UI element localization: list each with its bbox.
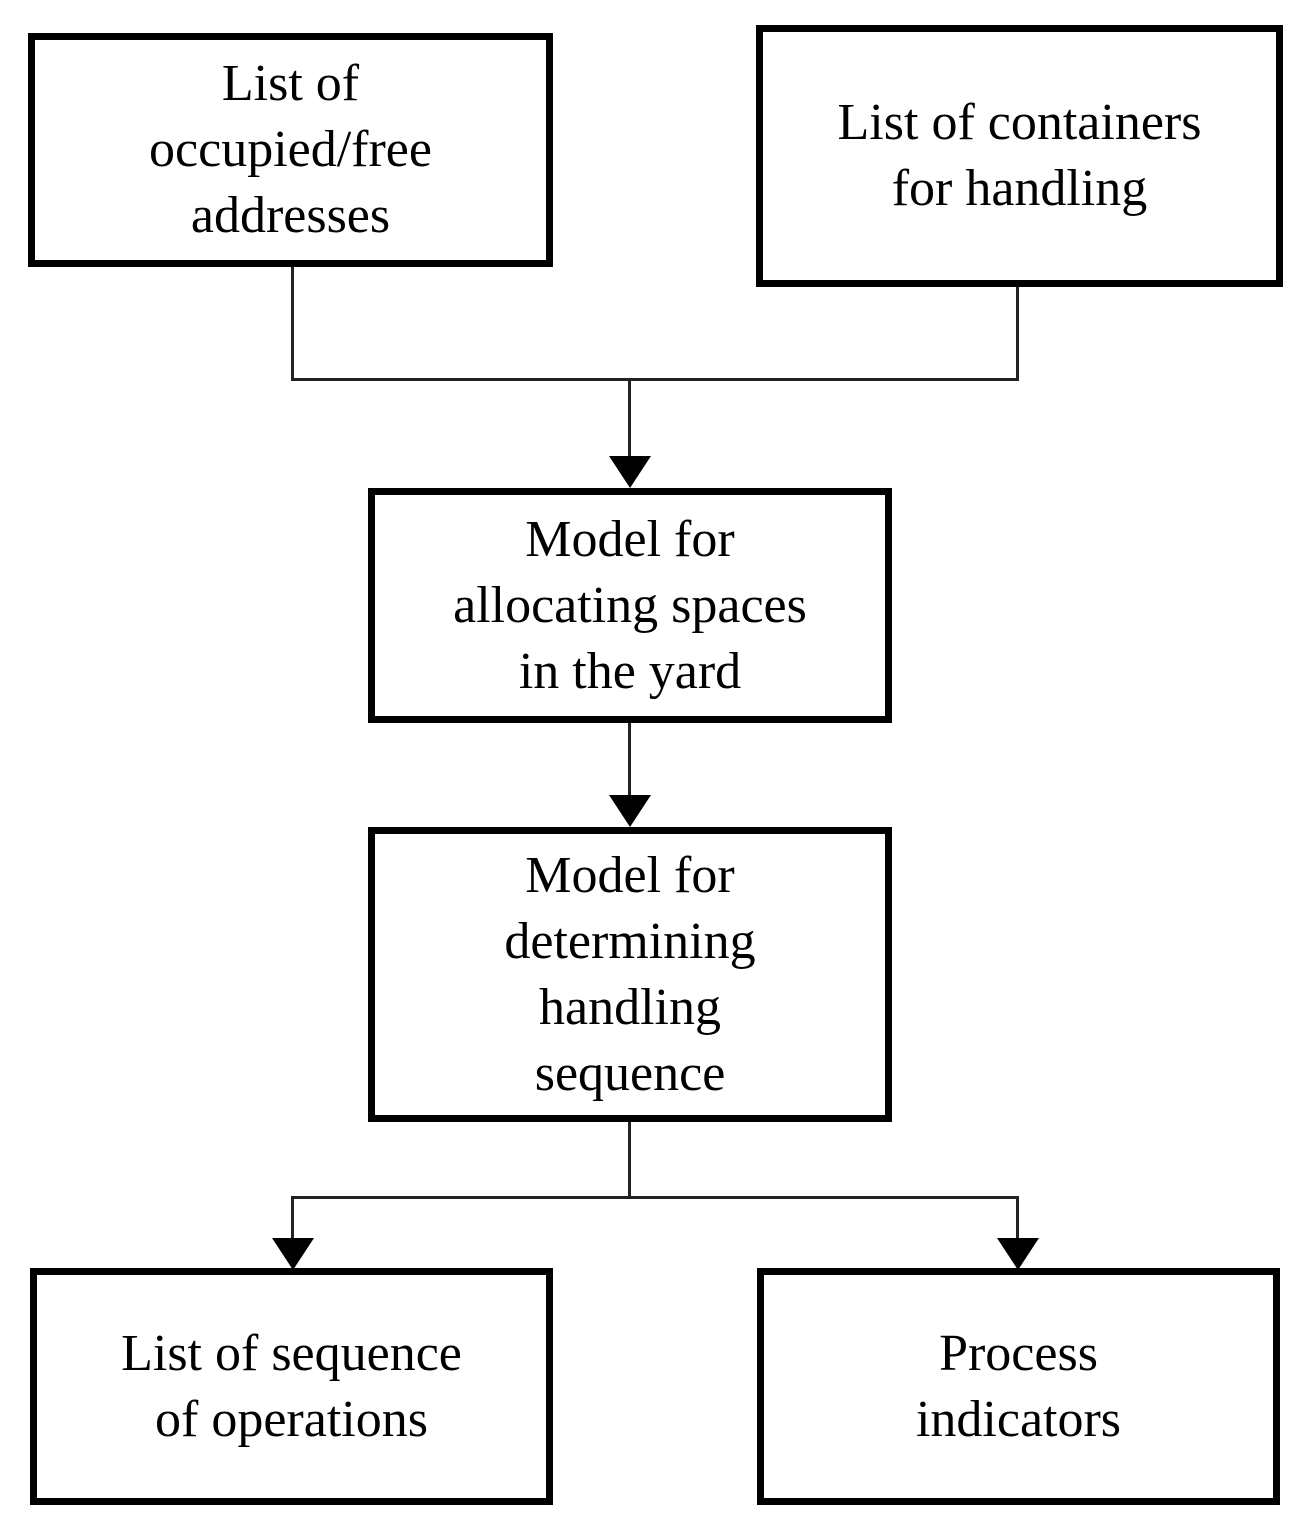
node-sequence-of-operations: List of sequence of operations: [30, 1268, 553, 1505]
node-label-line: occupied/free: [149, 121, 432, 178]
connector-to-sequence-list: [291, 1199, 294, 1240]
node-occupied-free-addresses: List of occupied/free addresses: [28, 33, 553, 267]
node-containers-for-handling: List of containers for handling: [756, 25, 1283, 287]
connector-arrowhead-determining-model: [609, 795, 651, 827]
node-label-line: allocating spaces: [453, 576, 807, 634]
node-label-line: List of: [221, 55, 360, 112]
node-label-line: sequence: [534, 1044, 726, 1102]
connector-containers-down: [1016, 287, 1019, 381]
node-label-line: handling: [539, 978, 721, 1036]
connector-determining-down: [628, 1122, 631, 1199]
connector-occupied-addresses-down: [291, 267, 294, 381]
connector-arrowhead-sequence-list: [272, 1238, 314, 1270]
connector-to-determining-model: [628, 723, 631, 797]
node-allocating-spaces-model: Model for allocating spaces in the yard: [368, 488, 892, 723]
node-label-line: of operations: [155, 1390, 428, 1448]
node-label-line: Model for: [525, 846, 735, 904]
node-label-line: List of sequence: [121, 1324, 462, 1382]
node-determining-sequence-model: Model for determining handling sequence: [368, 827, 892, 1122]
node-label-line: Model for: [525, 510, 735, 568]
node-label-line: List of containers: [837, 94, 1202, 151]
node-label-line: determining: [504, 912, 756, 970]
connector-top-merge-horizontal: [291, 378, 1019, 381]
node-label-line: indicators: [915, 1390, 1122, 1448]
connector-bottom-split-horizontal: [291, 1196, 1019, 1199]
node-label-line: for handling: [891, 160, 1148, 217]
connector-arrowhead-process-indicators: [997, 1238, 1039, 1270]
connector-to-process-indicators: [1016, 1199, 1019, 1240]
node-label-line: in the yard: [518, 642, 742, 700]
connector-to-allocating-model: [628, 381, 631, 458]
node-label-line: Process: [939, 1324, 1098, 1382]
node-label-line: addresses: [190, 187, 391, 244]
node-process-indicators: Process indicators: [757, 1268, 1280, 1505]
connector-arrowhead-allocating-model: [609, 456, 651, 488]
